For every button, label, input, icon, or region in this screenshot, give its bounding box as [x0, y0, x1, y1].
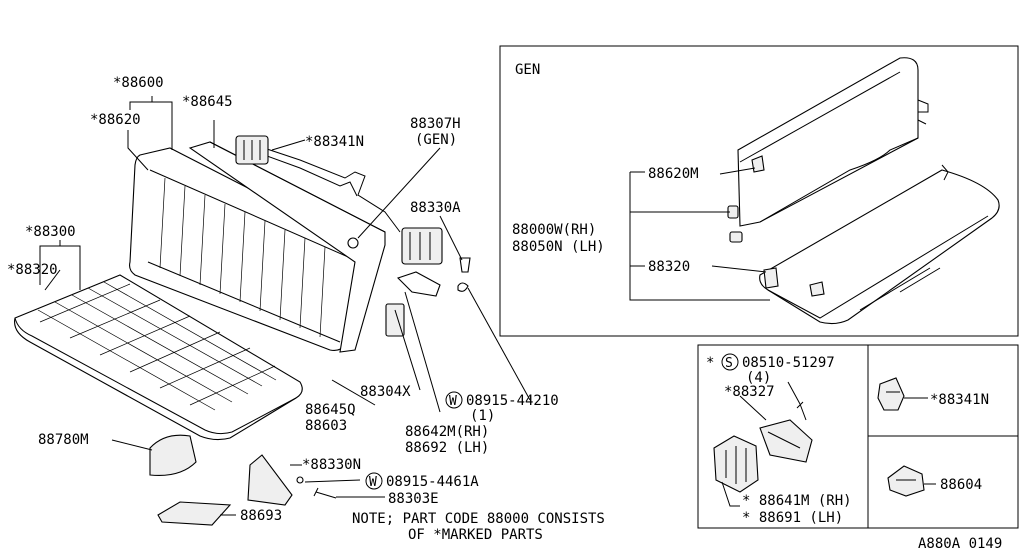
- label-88645: *88645: [182, 94, 233, 110]
- circle-w-icon: [445, 391, 463, 409]
- gen-label-88000W: 88000W(RH): [512, 222, 596, 238]
- label-88304X: 88304X: [360, 384, 411, 400]
- label-88341N: *88341N: [305, 134, 364, 150]
- inset-label-08510: 08510-51297: [742, 355, 835, 371]
- inset-label-88341N: *88341N: [930, 392, 989, 408]
- bracket-88330N: [247, 454, 293, 506]
- label-08915-44210-qty: (1): [470, 408, 495, 424]
- hinge-top-right: [401, 227, 443, 265]
- tray-88693: [157, 501, 232, 526]
- bracket-88642M: [396, 271, 441, 297]
- inset-label-88641M: * 88641M (RH): [742, 493, 852, 509]
- label-88620: *88620: [90, 112, 141, 128]
- circle-w-label: W: [449, 394, 457, 409]
- gen-label-88620M: 88620M: [648, 166, 699, 182]
- clip-88330A: [459, 257, 471, 273]
- circle-s-icon: [721, 353, 739, 371]
- label-88603: 88603: [305, 418, 347, 434]
- label-88303E: 88303E: [388, 491, 439, 507]
- inset-label-88327: *88327: [724, 384, 775, 400]
- label-88645Q: 88645Q: [305, 402, 356, 418]
- gen-box-title: GEN: [515, 62, 540, 78]
- label-88780M: 88780M: [38, 432, 89, 448]
- label-88307H: 88307H: [410, 116, 461, 132]
- note-line-2: OF *MARKED PARTS: [408, 527, 543, 543]
- gen-box: [499, 45, 1019, 337]
- inset-hinge: [713, 381, 813, 507]
- washer-08915-44210: [457, 282, 469, 292]
- seat-cushion: [14, 274, 303, 441]
- inset-label-88604: 88604: [940, 477, 982, 493]
- label-88307H-sub: (GEN): [415, 132, 457, 148]
- cover-88780M: [149, 434, 197, 477]
- bracket-88304X: [385, 303, 405, 337]
- inset-part-88604: [887, 465, 936, 497]
- gen-label-88320: 88320: [648, 259, 690, 275]
- circle-w-label-2: W: [369, 475, 377, 490]
- washer-08915-4461A: [296, 476, 304, 484]
- seat-back: [129, 147, 371, 351]
- label-88300: *88300: [25, 224, 76, 240]
- gen-seat: [727, 57, 1000, 325]
- diagram-id: A880A 0149: [918, 536, 1002, 552]
- clip-88307H: [347, 237, 359, 249]
- inset-clip-88341N: [877, 377, 928, 411]
- gen-leaders: [629, 167, 770, 301]
- label-88642M: 88642M(RH): [405, 424, 489, 440]
- bolt-88303E: [313, 487, 337, 499]
- inset-label-08510-qty: (4): [746, 370, 771, 386]
- gen-label-88050N: 88050N (LH): [512, 239, 605, 255]
- label-88330A: 88330A: [410, 200, 461, 216]
- label-88693: 88693: [240, 508, 282, 524]
- label-88330N: *88330N: [302, 457, 361, 473]
- label-88600: *88600: [113, 75, 164, 91]
- circle-s-label: S: [725, 356, 733, 371]
- note-line-1: NOTE; PART CODE 88000 CONSISTS: [352, 511, 605, 527]
- label-08915-44210: 08915-44210: [466, 393, 559, 409]
- leader-lines: [39, 96, 531, 516]
- label-88692: 88692 (LH): [405, 440, 489, 456]
- label-08915-4461A: 08915-4461A: [386, 474, 479, 490]
- strap-88341N: [239, 139, 401, 233]
- inset-08510-prefix: *: [706, 355, 714, 371]
- hinge-top-left: [235, 135, 269, 165]
- label-88320: *88320: [7, 262, 58, 278]
- inset-label-88691: * 88691 (LH): [742, 510, 843, 526]
- circle-w-icon-2: [365, 472, 383, 490]
